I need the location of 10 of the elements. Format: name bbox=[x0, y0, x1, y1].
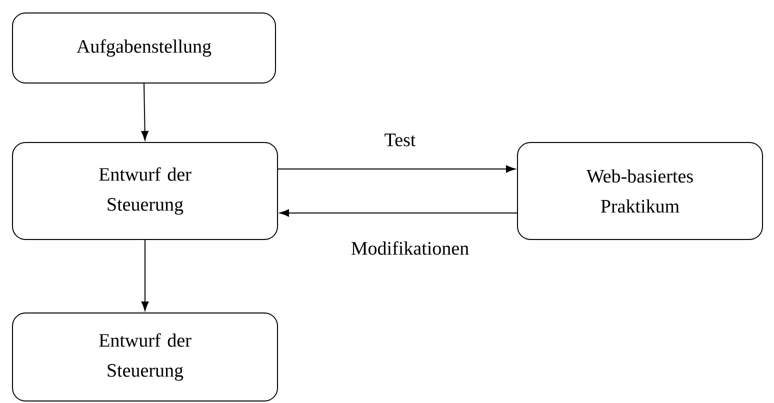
arrow bbox=[280, 209, 518, 217]
process-box: Entwurf der Steuerung bbox=[12, 312, 278, 402]
arrow bbox=[141, 83, 148, 140]
edge-label: Modifikationen bbox=[350, 240, 470, 256]
process-box: Web-basiertes Praktikum bbox=[517, 142, 763, 240]
edge-label: Test bbox=[383, 132, 417, 148]
process-box: Entwurf der Steuerung bbox=[12, 142, 278, 240]
process-box: Aufgabenstellung bbox=[12, 12, 276, 84]
arrow bbox=[278, 165, 516, 173]
arrow bbox=[141, 240, 149, 311]
